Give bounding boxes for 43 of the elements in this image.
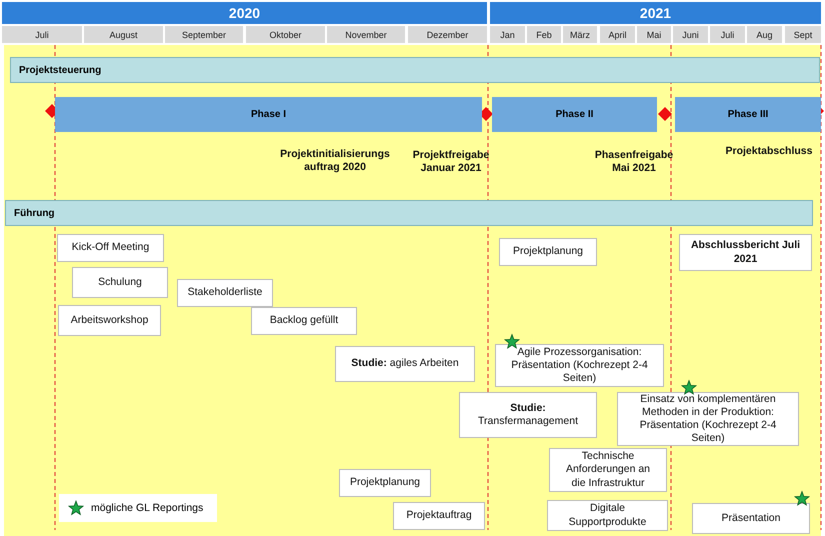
month-header: September	[165, 26, 243, 43]
phase-bar: Phase I	[55, 97, 482, 132]
month-header: Dezember	[408, 26, 487, 43]
task-box: Einsatz von komplementären Methoden in der Produktion: Präsentation (Kochrezept 2-4 Seiten)	[617, 392, 799, 446]
month-header: Jan	[490, 26, 525, 43]
milestone-box: Abschlussbericht Juli 2021	[679, 234, 812, 271]
task-box: Backlog gefüllt	[251, 307, 357, 335]
task-box: Studie: Transfermanagement	[459, 392, 597, 438]
milestone-label: Projektfreigabe Januar 2021	[412, 148, 490, 176]
milestone-label: Projektinitialisierungsauftrag 2020	[280, 147, 390, 175]
task-box: Projektplanung	[499, 238, 597, 266]
month-header: April	[600, 26, 635, 43]
task-box: Agile Prozessorganisation: Präsentation (Kochrezept 2-4 Seiten)	[495, 344, 664, 387]
task-box: Technische Anforderungen an die Infrastruktur	[549, 448, 667, 492]
legend-text: mögliche GL Reportings	[91, 502, 204, 514]
swimlane-band: Führung	[5, 200, 813, 226]
month-header: Juli	[710, 26, 745, 43]
month-header: Oktober	[246, 26, 325, 43]
task-box: Studie: agiles Arbeiten	[335, 346, 475, 382]
task-box: Präsentation	[692, 503, 810, 534]
month-header: Juli	[2, 26, 82, 43]
phase-bar: Phase III	[675, 97, 821, 132]
task-box: Kick-Off Meeting	[57, 234, 164, 262]
task-box: Stakeholderliste	[177, 279, 273, 307]
month-header: Aug	[747, 26, 782, 43]
month-header: Feb	[527, 26, 561, 43]
milestone-label: Phasenfreigabe Mai 2021	[594, 148, 674, 176]
swimlane-band: Projektsteuerung	[10, 57, 820, 83]
month-header: November	[327, 26, 405, 43]
phase-bar: Phase II	[492, 97, 657, 132]
task-box: Digitale Supportprodukte	[547, 500, 668, 531]
task-box: Projektplanung	[339, 469, 431, 497]
year-header: 2020	[2, 2, 487, 24]
month-header: März	[563, 26, 597, 43]
year-header: 2021	[490, 2, 821, 24]
task-box: Projektauftrag	[393, 502, 485, 530]
task-box: Schulung	[72, 267, 168, 298]
month-header: Juni	[673, 26, 708, 43]
milestone-label: Projektabschluss	[724, 144, 814, 159]
month-header: August	[84, 26, 163, 43]
month-header: Sept	[785, 26, 821, 43]
task-box: Arbeitsworkshop	[58, 305, 161, 336]
month-header: Mai	[637, 26, 671, 43]
